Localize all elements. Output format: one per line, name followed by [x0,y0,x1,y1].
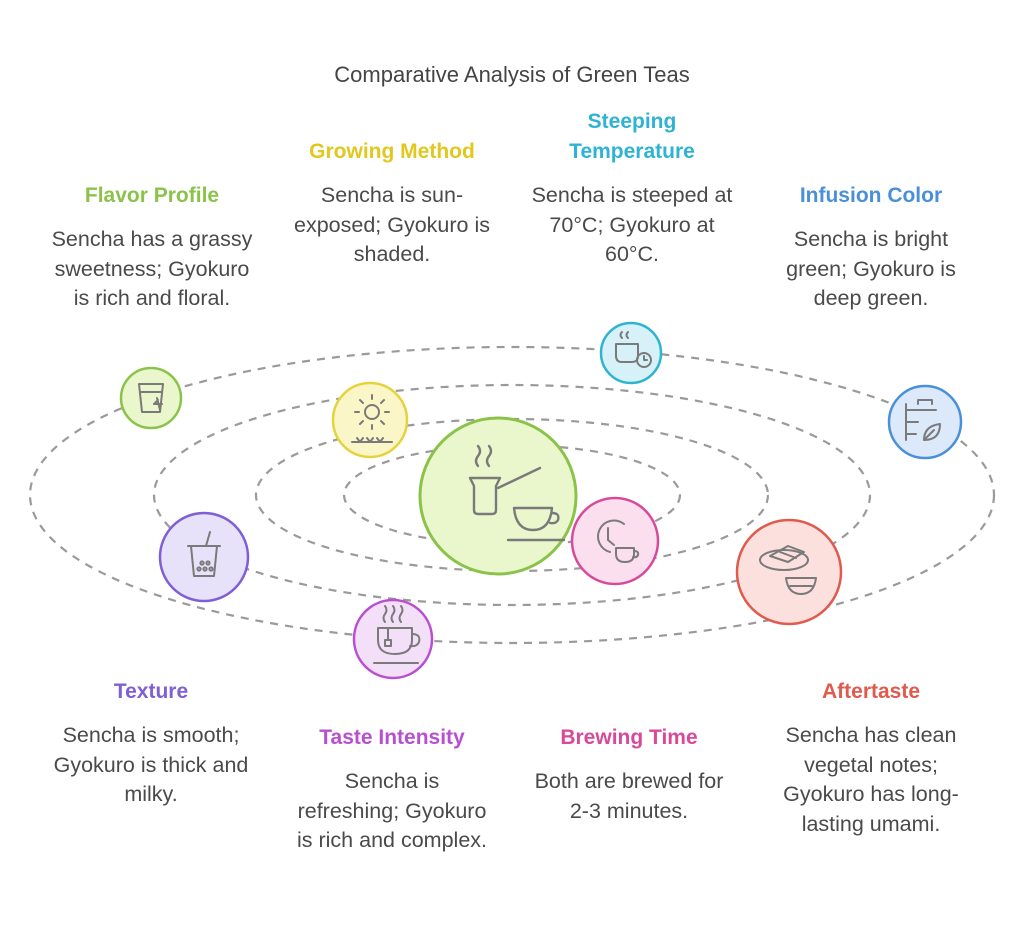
steeping-node[interactable] [599,321,663,385]
orbit-ring-outer [28,345,996,645]
flavor-block: Flavor Profile Sencha has a grassy sweet… [46,181,258,314]
flavor-heading: Flavor Profile [84,184,220,207]
brewing-node[interactable] [570,496,660,586]
growing-node[interactable] [331,381,409,459]
tea-leaf-cup-icon [138,383,164,413]
food-plate-icon [759,545,817,595]
steaming-tea-cup-icon [373,605,421,664]
aftertaste-heading: Aftertaste [821,680,921,703]
texture-block: Texture Sencha is smooth; Gyokuro is thi… [40,677,262,810]
cup-with-timer-icon [615,331,652,368]
brewing-description: Both are brewed for 2-3 minutes. [534,769,724,823]
orbit-ring-second [152,383,872,607]
infusion-description: Sencha is bright green; Gyokuro is deep … [786,227,956,310]
tea-chart-leaf-icon [905,399,941,441]
infusion-heading: Infusion Color [799,184,943,207]
infusion-node[interactable] [887,384,963,460]
texture-heading: Texture [113,680,189,703]
aftertaste-node[interactable] [735,518,843,626]
center-node [418,416,578,576]
aftertaste-description: Sencha has clean vegetal notes; Gyokuro … [783,723,959,836]
growing-block: Growing Method Sencha is sun-exposed; Gy… [290,137,494,270]
brewing-heading: Brewing Time [560,726,698,749]
texture-node[interactable] [158,511,250,603]
taste-description: Sencha is refreshing; Gyokuro is rich an… [297,769,487,852]
flavor-description: Sencha has a grassy sweetness; Gyokuro i… [51,227,253,310]
sun-over-field-icon [351,394,393,443]
bubble-tea-icon [187,531,221,577]
texture-description: Sencha is smooth; Gyokuro is thick and m… [53,723,249,806]
taste-node[interactable] [352,598,434,680]
flavor-node[interactable] [119,366,183,430]
brewing-block: Brewing Time Both are brewed for 2-3 min… [526,723,732,826]
diagram-title: Comparative Analysis of Green Teas [334,62,690,87]
clock-and-cup-icon [597,519,640,563]
growing-description: Sencha is sun-exposed; Gyokuro is shaded… [294,183,490,266]
taste-heading: Taste Intensity [319,726,465,749]
infusion-block: Infusion Color Sencha is bright green; G… [766,181,976,314]
taste-block: Taste Intensity Sencha is refreshing; Gy… [292,723,492,856]
steeping-heading: Steeping Temperature [569,110,695,163]
teapot-and-cup-icon [468,444,566,542]
steeping-block: Steeping Temperature Sencha is steeped a… [524,107,740,270]
aftertaste-block: Aftertaste Sencha has clean vegetal note… [764,677,978,839]
steeping-description: Sencha is steeped at 70°C; Gyokuro at 60… [531,183,733,266]
growing-heading: Growing Method [309,140,475,163]
